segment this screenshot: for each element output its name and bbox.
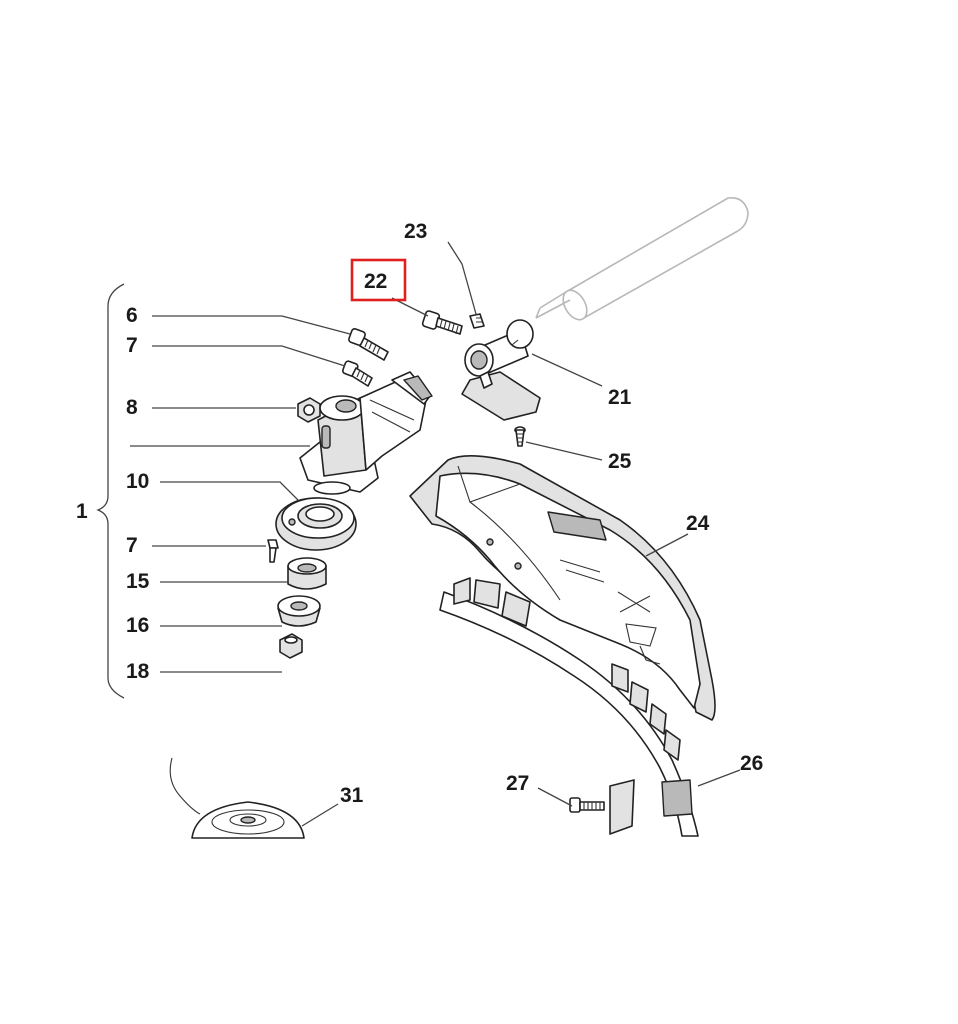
callout-24[interactable]: 24 xyxy=(686,512,710,535)
callout-7-upper[interactable]: 7 xyxy=(126,334,138,357)
leader-lines xyxy=(130,241,741,827)
callout-21[interactable]: 21 xyxy=(608,386,632,409)
screw-part-23[interactable] xyxy=(469,313,485,329)
highlight-box-22 xyxy=(350,258,407,302)
screw-part-25[interactable] xyxy=(514,426,526,447)
ribbed-strip-part-26[interactable] xyxy=(439,577,699,837)
grass-guard-part-24[interactable] xyxy=(409,455,716,721)
callout-16[interactable]: 16 xyxy=(126,614,149,637)
callout-labels: 1 6 7 8 10 7 15 16 18 21 22 23 24 25 26 … xyxy=(76,220,763,807)
callout-22[interactable]: 22 xyxy=(364,270,387,293)
washer-part-16[interactable] xyxy=(277,595,321,627)
blade-plate[interactable] xyxy=(609,779,635,835)
callout-1[interactable]: 1 xyxy=(76,500,88,523)
bolt-part-7-upper[interactable] xyxy=(342,360,373,387)
callout-25[interactable]: 25 xyxy=(608,450,632,473)
callout-15[interactable]: 15 xyxy=(126,570,150,593)
screw-part-7-lower[interactable] xyxy=(267,539,279,563)
drive-shaft-tube xyxy=(535,196,749,321)
callout-10[interactable]: 10 xyxy=(126,470,149,493)
callout-23[interactable]: 23 xyxy=(404,220,427,243)
callout-31[interactable]: 31 xyxy=(340,784,364,807)
nut-part-18[interactable] xyxy=(279,633,303,659)
callout-18[interactable]: 18 xyxy=(126,660,150,683)
nut-part-8[interactable] xyxy=(297,397,321,423)
callout-8[interactable]: 8 xyxy=(126,396,138,419)
callout-6[interactable]: 6 xyxy=(126,304,138,327)
callout-26[interactable]: 26 xyxy=(740,752,763,775)
flange-part-10[interactable] xyxy=(275,497,357,551)
callout-7-lower[interactable]: 7 xyxy=(126,534,138,557)
screw-part-27[interactable] xyxy=(569,797,605,813)
trimmer-head-part-31[interactable] xyxy=(169,757,305,839)
bolt-part-6[interactable] xyxy=(348,328,389,361)
bolt-part-22[interactable] xyxy=(421,310,463,335)
gearbox-head[interactable] xyxy=(299,371,433,495)
callout-27[interactable]: 27 xyxy=(506,772,529,795)
shaft-clamp-part-21[interactable] xyxy=(461,319,541,421)
cup-part-15[interactable] xyxy=(287,557,327,590)
assembly-bracket-1 xyxy=(96,283,125,699)
